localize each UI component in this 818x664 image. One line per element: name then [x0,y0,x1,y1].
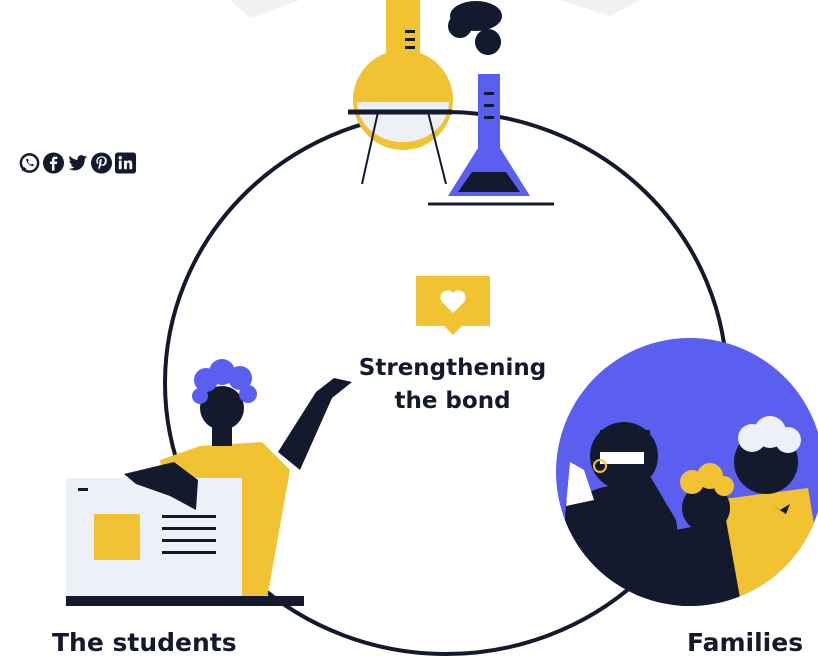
student-illustration [66,359,352,606]
families-illustration [556,338,818,606]
whatsapp-icon[interactable] [18,151,41,175]
center-label-line1: Strengthening [358,355,547,381]
center-label-line2: the bond [394,388,511,414]
pinterest-icon[interactable] [90,151,113,175]
lab-illustration [348,0,554,206]
twitter-icon[interactable] [66,151,89,175]
facebook-icon[interactable] [42,151,65,175]
center-label: Strengthening the bond [330,352,575,418]
social-share-bar [18,150,137,176]
linkedin-icon[interactable] [114,151,137,175]
students-label: The students [52,628,237,657]
faded-header-shapes [230,0,640,18]
families-label: Families [687,628,804,657]
heart-speech-bubble-icon [416,276,490,335]
